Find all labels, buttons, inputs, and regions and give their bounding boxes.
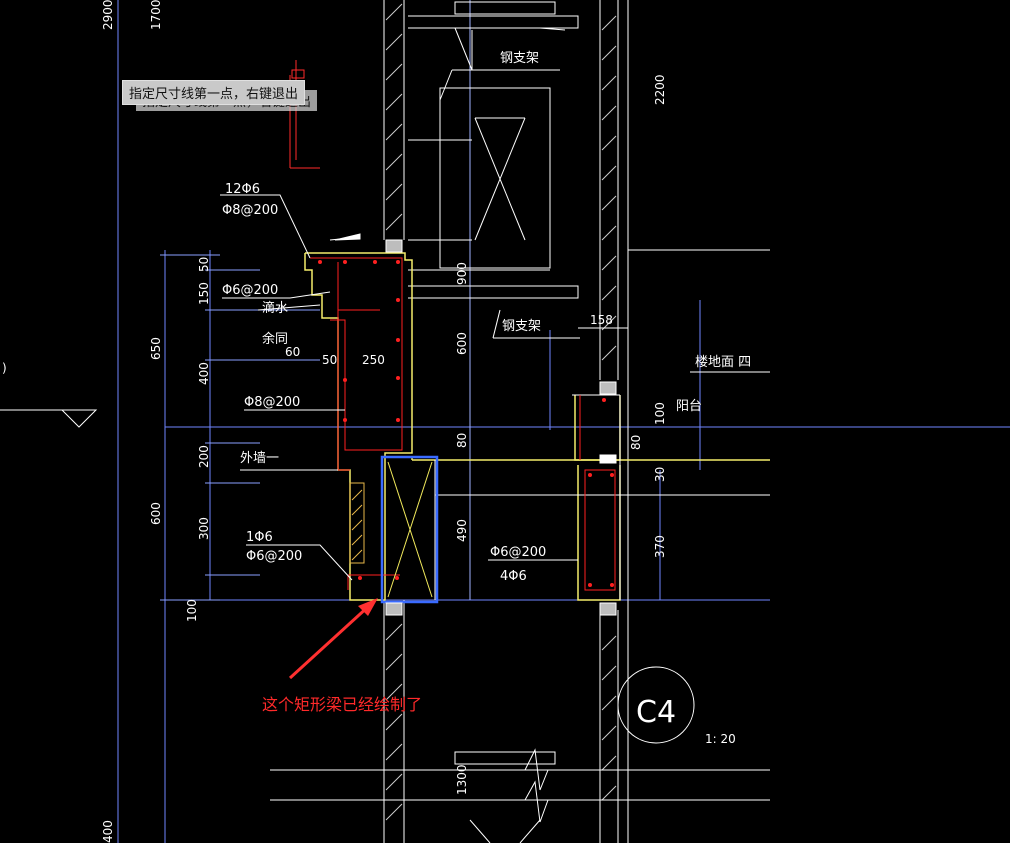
slab-lines [434, 394, 770, 600]
dim-150: 150 [197, 282, 211, 305]
wall-center [383, 0, 405, 843]
command-prompt-tooltip: 指定尺寸线第一点，右键退出 [122, 80, 306, 105]
label-same: 余同 [262, 331, 288, 347]
label-drip: 滴水 [262, 300, 288, 316]
drawing-labels: 12Φ6 Φ8@200 Φ6@200 滴水 余同 60 50 250 Φ8@20… [101, 182, 751, 843]
label-rebar-phi8-200: Φ8@200 [222, 203, 278, 218]
dim-400: 400 [197, 362, 211, 385]
dim-900: 900 [455, 262, 469, 285]
wall-right-hatch [601, 15, 617, 801]
leader-lines [220, 194, 770, 581]
label-rebar-1phi6: 1Φ6 [246, 530, 273, 545]
label-steel-support-2: 钢支架 [502, 319, 541, 334]
annotation-text: 这个矩形梁已经绘制了 [262, 695, 422, 714]
annotation-arrow [288, 598, 378, 680]
steel-frame-upper [408, 1, 580, 339]
label-rebar-phi8-200-b: Φ8@200 [244, 395, 300, 410]
detail-scale: 1: 20 [705, 732, 736, 746]
dim-370: 370 [653, 535, 667, 558]
dim-490: 490 [455, 519, 469, 542]
label-rebar-12phi6: 12Φ6 [225, 182, 260, 197]
dim-158: 158 [590, 313, 613, 327]
rectangular-beam-highlight[interactable] [380, 455, 439, 604]
edge-paren: ) [2, 361, 7, 375]
dim-2900: 2900 [101, 0, 115, 30]
dim-1700: 1700 [149, 0, 163, 30]
label-balcony: 阳台 [676, 399, 702, 414]
dim-600b: 600 [455, 332, 469, 355]
wall-center-hatch [385, 3, 403, 821]
grade-level-symbol [0, 409, 98, 428]
dim-60: 60 [285, 345, 300, 359]
dim-650: 650 [149, 337, 163, 360]
label-rebar-phi6-200-b: Φ6@200 [246, 549, 302, 564]
dim-100: 100 [185, 599, 199, 622]
detail-marker: C4 1: 20 [617, 666, 736, 746]
label-exterior-wall: 外墙一 [240, 451, 279, 466]
bottom-lines [270, 748, 770, 843]
dim-30: 30 [653, 467, 667, 482]
dim-400b: 400 [101, 820, 115, 843]
support-blocks [385, 239, 617, 616]
wall-hatch-left [349, 482, 365, 564]
dim-80: 80 [455, 433, 469, 448]
dim-1300: 1300 [455, 764, 469, 795]
top-dimensions: 2900 1700 2200 [101, 0, 667, 105]
dim-50: 50 [197, 257, 211, 272]
label-rebar-4phi6: 4Φ6 [500, 569, 527, 584]
detail-number: C4 [636, 695, 676, 730]
dim-250: 250 [362, 353, 385, 367]
dim-300: 300 [197, 517, 211, 540]
dim-600: 600 [149, 502, 163, 525]
dim-200: 200 [197, 445, 211, 468]
label-steel-support-1: 钢支架 [500, 51, 539, 66]
dim-50b: 50 [322, 353, 337, 367]
label-rebar-phi6-200-c: Φ6@200 [490, 545, 546, 560]
rebar-dots [318, 260, 614, 587]
dim-2200: 2200 [653, 74, 667, 105]
label-rebar-phi6-200: Φ6@200 [222, 283, 278, 298]
left-dimension-texts: 50 150 650 400 200 600 300 100 [149, 257, 211, 622]
dim-80b: 80 [629, 435, 643, 450]
wall-right [599, 0, 770, 843]
label-floor-finish: 楼地面 四 [695, 355, 751, 370]
guide-lines [117, 0, 1010, 843]
top-left-red-detail [289, 60, 320, 169]
dim-100b: 100 [653, 402, 667, 425]
